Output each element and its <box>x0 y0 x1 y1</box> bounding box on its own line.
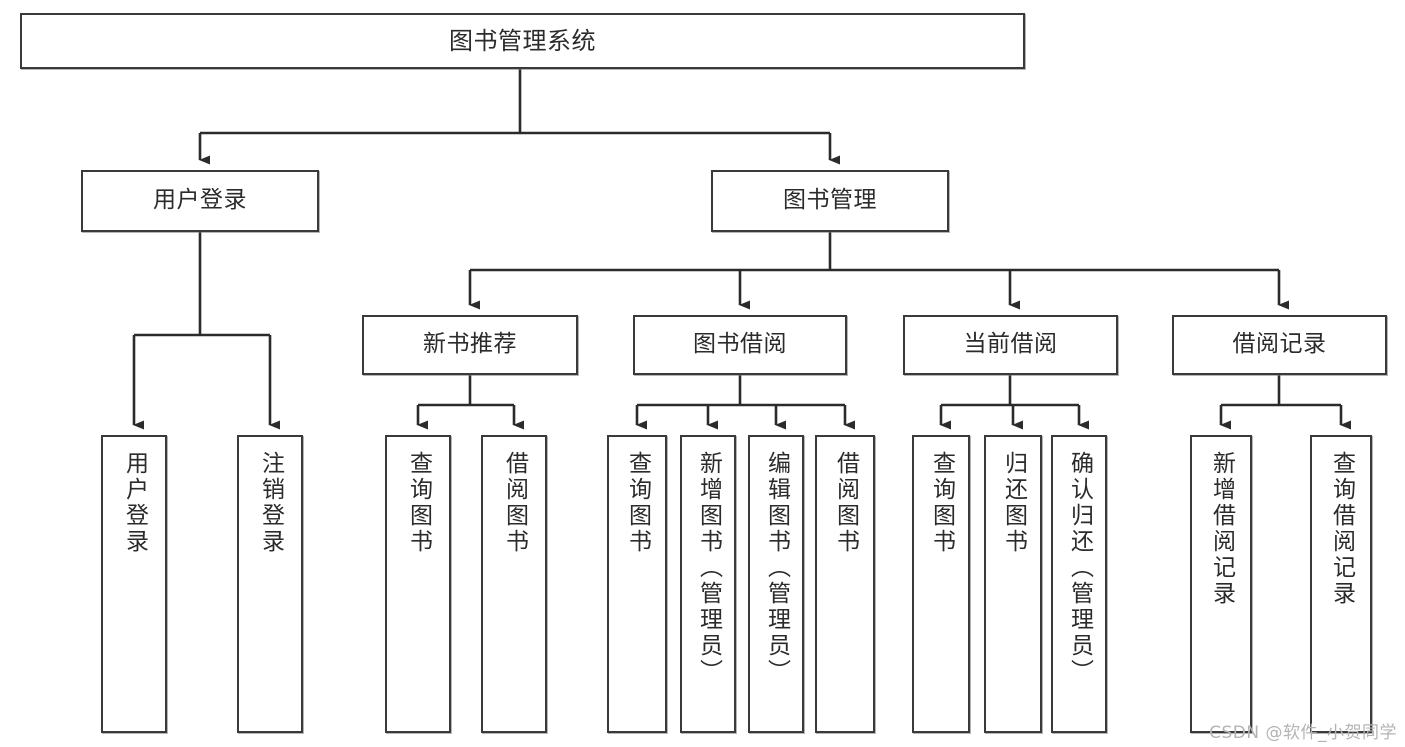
leaf-add-borrow-record[interactable]: 新增借阅记录 <box>1190 435 1252 733</box>
leaf-confirm-return-admin[interactable]: 确认归还（管理员） <box>1051 435 1107 733</box>
node-label: 查询图书 <box>405 451 432 555</box>
node-root-system[interactable]: 图书管理系统 <box>20 13 1025 69</box>
node-label: 查询借阅记录 <box>1328 451 1355 607</box>
node-label: 借阅图书 <box>501 451 528 555</box>
node-label: 图书管理系统 <box>449 26 596 55</box>
leaf-return-book[interactable]: 归还图书 <box>984 435 1042 733</box>
node-label: 查询图书 <box>624 451 651 555</box>
leaf-user-login[interactable]: 用户登录 <box>101 435 167 733</box>
leaf-query-book-current[interactable]: 查询图书 <box>912 435 970 733</box>
node-label: 图书借阅 <box>693 331 787 358</box>
node-label: 借阅图书 <box>832 451 859 555</box>
leaf-borrow-book[interactable]: 借阅图书 <box>815 435 875 733</box>
node-label: 借阅记录 <box>1232 331 1327 358</box>
node-label: 图书管理 <box>783 187 877 214</box>
leaf-query-book-new-rec[interactable]: 查询图书 <box>385 435 451 733</box>
node-book-borrow[interactable]: 图书借阅 <box>633 315 847 375</box>
node-label: 确认归还（管理员） <box>1066 451 1093 685</box>
node-label: 注销登录 <box>257 451 284 555</box>
node-book-management[interactable]: 图书管理 <box>711 170 949 232</box>
csdn-watermark: CSDN @软件_小贺同学 <box>1209 723 1397 743</box>
leaf-query-book-borrow[interactable]: 查询图书 <box>607 435 667 733</box>
node-label: 用户登录 <box>153 187 247 214</box>
node-user-login[interactable]: 用户登录 <box>81 170 319 232</box>
node-label: 新增借阅记录 <box>1208 451 1235 607</box>
leaf-logout[interactable]: 注销登录 <box>237 435 303 733</box>
node-label: 用户登录 <box>121 451 148 555</box>
node-current-borrow[interactable]: 当前借阅 <box>903 315 1118 375</box>
node-label: 归还图书 <box>1000 451 1027 555</box>
leaf-borrow-book-new-rec[interactable]: 借阅图书 <box>481 435 547 733</box>
leaf-query-borrow-record[interactable]: 查询借阅记录 <box>1310 435 1372 733</box>
node-new-book-recommend[interactable]: 新书推荐 <box>362 315 578 375</box>
leaf-add-book-admin[interactable]: 新增图书（管理员） <box>680 435 736 733</box>
node-label: 新增图书（管理员） <box>695 451 722 685</box>
node-borrow-record[interactable]: 借阅记录 <box>1172 315 1387 375</box>
node-label: 编辑图书（管理员） <box>763 451 790 685</box>
node-label: 新书推荐 <box>423 331 517 358</box>
node-label: 查询图书 <box>928 451 955 555</box>
node-label: 当前借阅 <box>963 331 1058 358</box>
leaf-edit-book-admin[interactable]: 编辑图书（管理员） <box>748 435 804 733</box>
